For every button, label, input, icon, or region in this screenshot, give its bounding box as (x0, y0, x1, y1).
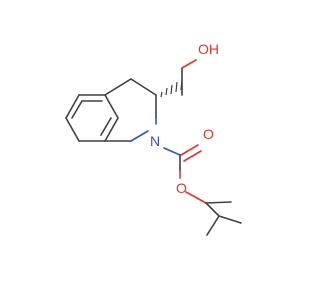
hydroxyl-label: OH (198, 41, 219, 57)
stereo-hashed-bond (160, 78, 183, 98)
structure-canvas: OH N O O (65, 41, 242, 236)
boc-carbonyl: O O (163, 126, 214, 196)
tert-butyl-group (185, 191, 242, 236)
piperidine-ring (104, 78, 157, 142)
ester-oxygen-label: O (176, 180, 187, 196)
carbonyl-oxygen-label: O (203, 126, 214, 142)
hydroxymethyl-group: OH (181, 41, 219, 96)
nitrogen-label: N (150, 133, 160, 149)
benzene-ring (65, 94, 119, 142)
